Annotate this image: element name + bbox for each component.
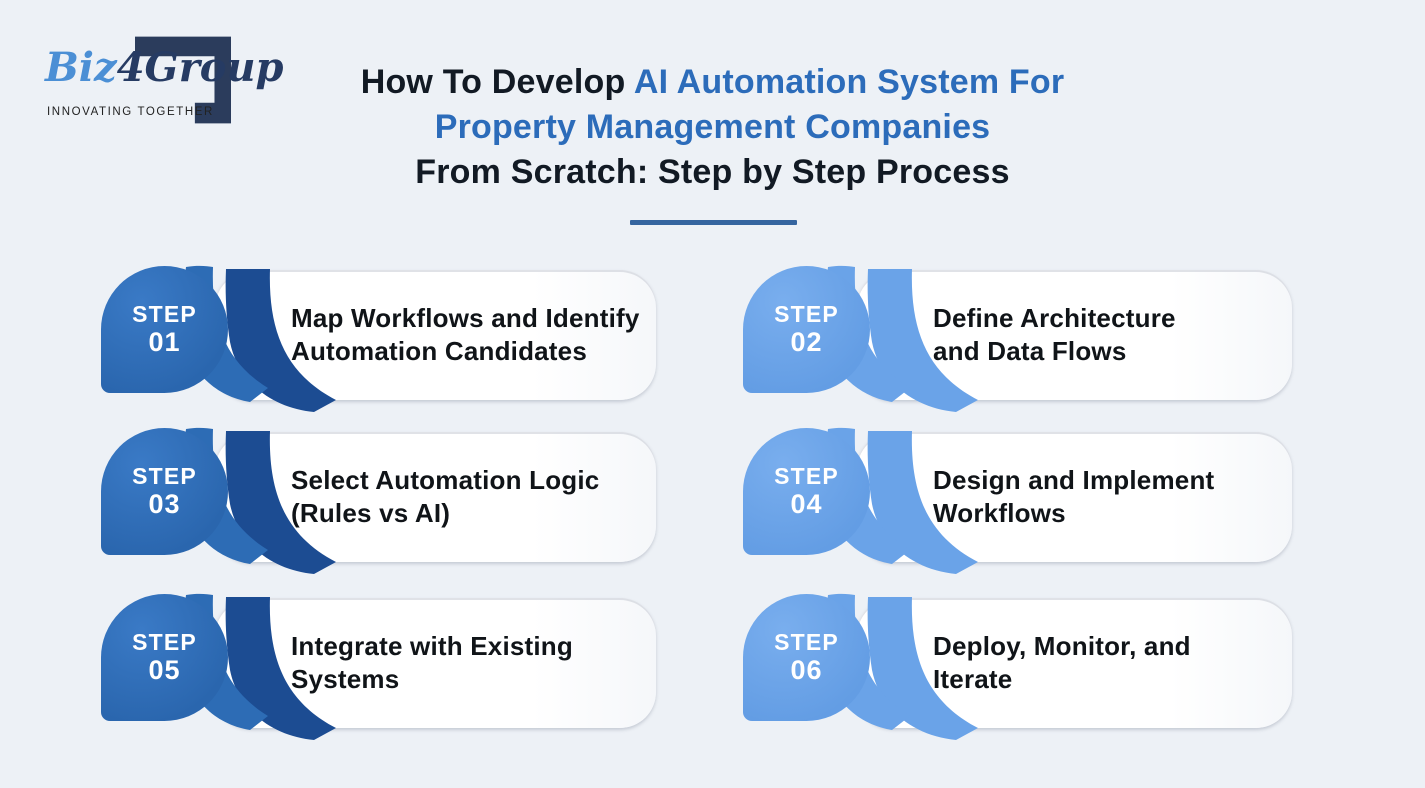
- step-bar: Define Architecture and Data Flows: [857, 270, 1292, 400]
- step-row-3: Select Automation Logic (Rules vs AI) ST…: [100, 424, 656, 584]
- step-badge: STEP 05: [101, 594, 228, 721]
- logo-tagline: INNOVATING TOGETHER: [47, 106, 214, 118]
- step-badge: STEP 04: [743, 428, 870, 555]
- step-number: 06: [790, 655, 823, 685]
- logo-wordmark: Biz4Group: [45, 46, 284, 90]
- step-title: Map Workflows and Identify Automation Ca…: [291, 303, 640, 366]
- title-line1-blue: AI Automation System For: [633, 63, 1065, 101]
- step-label: STEP: [774, 629, 839, 655]
- step-title: Integrate with Existing Systems: [291, 631, 573, 694]
- logo-text-navy: 4Group: [116, 44, 284, 91]
- step-title: Define Architecture and Data Flows: [933, 303, 1176, 366]
- page-title: How To Develop AI Automation System For …: [0, 60, 1425, 195]
- title-line2-blue: Property Management Companies: [434, 108, 991, 146]
- logo-text-blue: Biz: [45, 44, 117, 91]
- step-label: STEP: [774, 463, 839, 489]
- step-row-2: Define Architecture and Data Flows STEP …: [742, 262, 1292, 422]
- step-label: STEP: [774, 301, 839, 327]
- step-badge: STEP 03: [101, 428, 228, 555]
- title-line3-dark: From Scratch: Step by Step Process: [415, 153, 1010, 191]
- step-title: Design and Implement Workflows: [933, 465, 1215, 528]
- title-underline: [630, 220, 797, 225]
- step-title: Deploy, Monitor, and Iterate: [933, 631, 1191, 694]
- step-bar: Select Automation Logic (Rules vs AI): [215, 432, 656, 562]
- step-row-5: Integrate with Existing Systems STEP 05: [100, 590, 656, 750]
- step-badge: STEP 02: [743, 266, 870, 393]
- step-label: STEP: [132, 463, 197, 489]
- step-number: 05: [148, 655, 181, 685]
- step-number: 02: [790, 327, 823, 357]
- step-badge: STEP 01: [101, 266, 228, 393]
- step-row-1: Map Workflows and Identify Automation Ca…: [100, 262, 656, 422]
- step-title: Select Automation Logic (Rules vs AI): [291, 465, 600, 528]
- step-row-4: Design and Implement Workflows STEP 04: [742, 424, 1292, 584]
- bracket-icon: [135, 36, 231, 124]
- step-row-6: Deploy, Monitor, and Iterate STEP 06: [742, 590, 1292, 750]
- step-label: STEP: [132, 301, 197, 327]
- biz4group-logo: Biz4Group INNOVATING TOGETHER: [45, 30, 284, 135]
- step-number: 03: [148, 489, 181, 519]
- title-line1-dark: How To Develop: [360, 63, 634, 101]
- step-number: 04: [790, 489, 823, 519]
- step-number: 01: [148, 327, 181, 357]
- step-badge: STEP 06: [743, 594, 870, 721]
- step-label: STEP: [132, 629, 197, 655]
